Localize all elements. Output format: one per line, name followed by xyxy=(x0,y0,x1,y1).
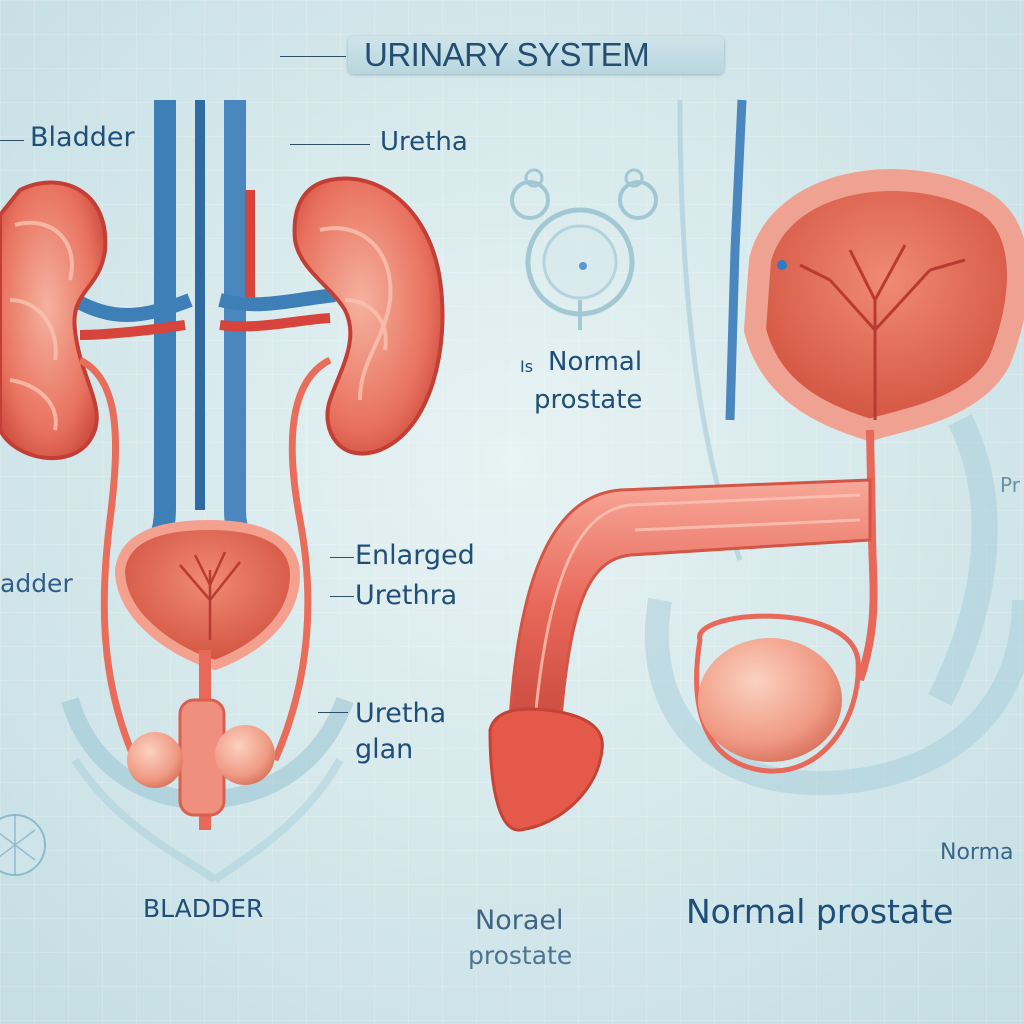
bladder-left xyxy=(114,519,301,671)
bladder-right-veins xyxy=(799,244,966,420)
bladder-icon xyxy=(510,168,658,330)
ureter-left xyxy=(78,356,139,762)
bladder-right xyxy=(743,169,1024,442)
renal-artery-left xyxy=(79,320,186,340)
label-enlarged-line1: Enlarged xyxy=(355,540,475,571)
leader-uretha-gland xyxy=(318,712,348,713)
kidney-right xyxy=(292,176,445,456)
leader-urethra-enlarged xyxy=(330,596,354,597)
label-uretha-gland-line1: Uretha xyxy=(355,698,447,729)
kidney-left xyxy=(0,180,108,461)
renal-artery-right xyxy=(219,313,331,332)
label-bladder-mid: adder xyxy=(0,569,73,598)
leader-urethra-top xyxy=(290,144,370,145)
title-banner xyxy=(348,36,724,74)
label-normal-prostate-big: Normal prostate xyxy=(686,892,954,931)
page-title: URINARY SYSTEM xyxy=(364,36,650,73)
renal-vein-left xyxy=(71,293,193,322)
glans xyxy=(488,707,604,832)
label-normal-right-edge: Norma xyxy=(940,840,1014,865)
label-normal-prefix: Is xyxy=(520,357,534,376)
testis-right xyxy=(215,725,275,785)
right-pelvis-curve xyxy=(644,598,1024,796)
label-enlarged-line2: Urethra xyxy=(355,580,458,611)
label-urethra-top: Uretha xyxy=(380,127,468,157)
kidney-left-inner xyxy=(9,220,74,431)
ureter-right xyxy=(271,356,332,762)
label-normal-mid-line1: Normal xyxy=(548,347,643,377)
scrotum-outline xyxy=(694,613,861,774)
penis-shaft-lines xyxy=(533,493,861,721)
bladder-left-veins xyxy=(179,551,241,640)
label-normal-mid-line2: prostate xyxy=(534,385,643,415)
leader-bladder-top xyxy=(0,140,24,141)
left-body-outline xyxy=(71,757,344,884)
testis-big xyxy=(698,638,842,762)
right-blue-vessel xyxy=(725,99,747,421)
label-uretha-gland-line2: glan xyxy=(355,734,414,765)
kidney-right-inner xyxy=(319,226,393,401)
label-pro-right-edge: Pr xyxy=(1000,473,1020,497)
label-norael-line2: prostate xyxy=(468,941,573,970)
right-thigh-curve xyxy=(928,414,998,706)
label-norael-line1: Norael xyxy=(475,905,564,936)
label-bladder-bottom: BLADDER xyxy=(143,894,264,923)
testis-left xyxy=(127,732,183,788)
label-bladder-top: Bladder xyxy=(30,122,135,153)
urethra-right xyxy=(856,429,878,682)
title-leader-line xyxy=(280,56,346,57)
leader-enlarged xyxy=(330,557,354,558)
renal-vein-right xyxy=(218,288,336,312)
